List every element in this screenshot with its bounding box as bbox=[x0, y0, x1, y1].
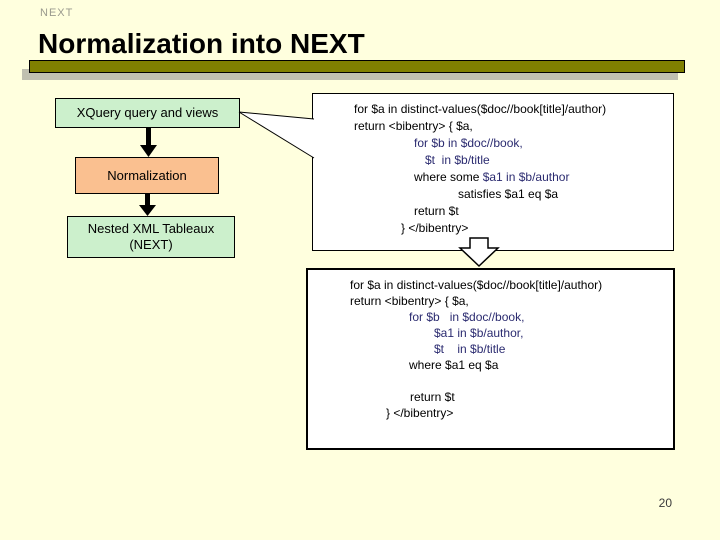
slide-header-label: NEXT bbox=[40, 7, 74, 19]
code-line: for $a in distinct-values($doc//book[tit… bbox=[308, 277, 673, 293]
callout-wedge-top-edge bbox=[238, 111, 315, 120]
code-line: $t in $b/title bbox=[313, 152, 673, 169]
code-box-normalized-query: for $a in distinct-values($doc//book[tit… bbox=[306, 268, 675, 450]
code-segment: $t in $b/title bbox=[425, 153, 490, 167]
code-line: return <bibentry> { $a, bbox=[313, 118, 673, 135]
code-segment: where some bbox=[414, 170, 483, 184]
code-segment: for $a in distinct-values($doc//book[tit… bbox=[350, 278, 603, 292]
code-line: for $b in $doc//book, bbox=[308, 309, 673, 325]
flow-box-xquery-label: XQuery query and views bbox=[76, 105, 219, 120]
code-line: where some $a1 in $b/author bbox=[313, 169, 673, 186]
code-line: return $t bbox=[308, 389, 673, 405]
code-box-original-query: for $a in distinct-values($doc//book[tit… bbox=[312, 93, 674, 251]
title-underline-bar bbox=[29, 60, 685, 73]
code-segment: for $b in $doc//book, bbox=[409, 310, 525, 324]
flow-box-next-line2: (NEXT) bbox=[129, 237, 173, 252]
flow-arrow-1 bbox=[140, 127, 157, 157]
flow-box-normalization-label: Normalization bbox=[107, 167, 187, 183]
code-segment: $a1 in $b/author bbox=[482, 170, 570, 184]
code-line bbox=[308, 373, 673, 389]
code-line: for $b in $doc//book, bbox=[313, 135, 673, 152]
page-number: 20 bbox=[658, 496, 672, 510]
flow-box-next-line1: Nested XML Tableaux bbox=[87, 221, 215, 236]
code-line: } </bibentry> bbox=[308, 405, 673, 421]
code-segment: satisfies $a1 eq $a bbox=[458, 187, 559, 201]
code-line: } </bibentry> bbox=[313, 220, 673, 237]
code-segment: return <bibentry> { $a, bbox=[354, 119, 473, 133]
code-line: return $t bbox=[313, 203, 673, 220]
code-line: $a1 in $b/author, bbox=[308, 325, 673, 341]
flow-box-xquery-query-and-views: XQuery query and views bbox=[55, 98, 240, 128]
title-underline-shadow bbox=[22, 69, 678, 80]
code-segment: return <bibentry> { $a, bbox=[350, 294, 469, 308]
flow-box-next-label: Nested XML Tableaux (NEXT) bbox=[88, 221, 214, 253]
code-segment: for $b in $doc//book, bbox=[414, 136, 523, 150]
code-line: $t in $b/title bbox=[308, 341, 673, 357]
callout-wedge bbox=[239, 112, 315, 158]
code-segment: } </bibentry> bbox=[386, 406, 454, 420]
code-line: satisfies $a1 eq $a bbox=[313, 186, 673, 203]
code-segment: $a1 in $b/author, bbox=[434, 326, 524, 340]
code-line: for $a in distinct-values($doc//book[tit… bbox=[313, 101, 673, 118]
flow-arrow-2 bbox=[139, 193, 156, 216]
flow-box-nested-xml-tableaux: Nested XML Tableaux (NEXT) bbox=[67, 216, 235, 258]
code-segment: $t in $b/title bbox=[434, 342, 506, 356]
flow-box-normalization: Normalization bbox=[75, 157, 219, 194]
code-segment: for $a in distinct-values($doc//book[tit… bbox=[354, 102, 607, 116]
page-title: Normalization into NEXT bbox=[38, 28, 365, 59]
callout-wedge-bottom-edge bbox=[238, 111, 315, 159]
code-segment: return $t bbox=[414, 204, 459, 218]
code-segment: } </bibentry> bbox=[401, 221, 469, 235]
code-segment: return $t bbox=[410, 390, 455, 404]
code-segment: where $a1 eq $a bbox=[409, 358, 499, 372]
code-line: where $a1 eq $a bbox=[308, 357, 673, 373]
code-line: return <bibentry> { $a, bbox=[308, 293, 673, 309]
